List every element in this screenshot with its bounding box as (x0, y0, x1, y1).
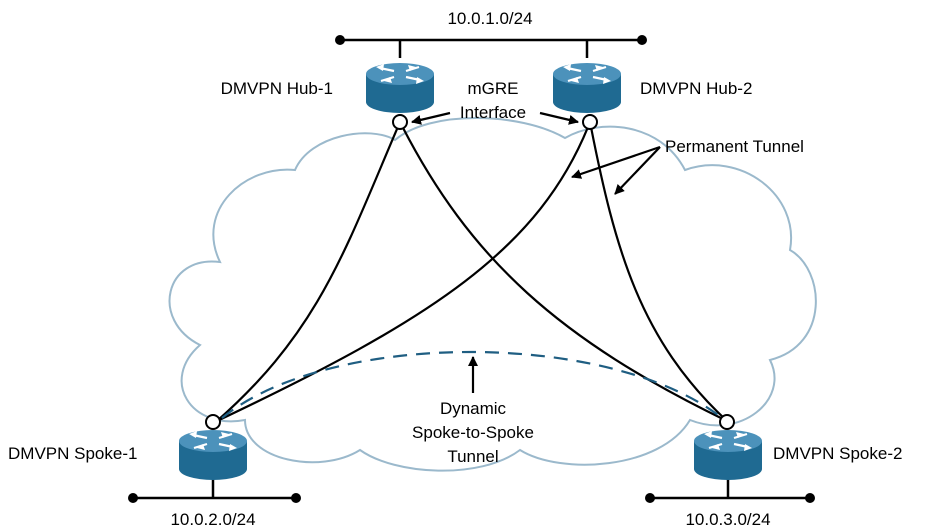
dynamic-tunnel (221, 350, 723, 419)
mgre-arrow-right-icon (539, 111, 579, 125)
permanent-tunnel-label: Permanent Tunnel (665, 137, 804, 156)
dynamic-label-line2: Spoke-to-Spoke (412, 423, 534, 442)
hub1-router-icon (364, 61, 436, 115)
dynamic-label-line1: Dynamic (440, 399, 507, 418)
mgre-arrow-left-icon (411, 111, 451, 125)
lan-endpoint (335, 35, 345, 45)
tunnel-hub2-spoke2 (588, 121, 728, 422)
hub1-mgre-interface-icon (392, 114, 408, 130)
tunnel-hub2-spoke1 (216, 121, 592, 422)
permanent-arrow-left-icon (571, 145, 661, 179)
permanent-arrow-right-icon (614, 146, 661, 195)
mgre-label-line2: Interface (460, 103, 526, 122)
spoke2-label: DMVPN Spoke-2 (773, 444, 902, 463)
tunnel-hub1-spoke1 (216, 121, 402, 422)
dynamic-label-line3: Tunnel (447, 447, 498, 466)
hub2-label: DMVPN Hub-2 (640, 79, 752, 98)
tunnel-hub1-spoke2 (399, 121, 728, 422)
hub1-label: DMVPN Hub-1 (221, 79, 333, 98)
spoke1-lan-label: 10.0.2.0/24 (170, 510, 255, 529)
hub-lan-label: 10.0.1.0/24 (447, 9, 532, 28)
lan-endpoint (637, 35, 647, 45)
spoke2-lan-label: 10.0.3.0/24 (685, 510, 770, 529)
mgre-label-line1: mGRE (468, 79, 519, 98)
hub2-router-icon (551, 61, 623, 115)
spoke2-mgre-interface-icon (719, 414, 735, 430)
spoke1-router-icon (177, 428, 249, 482)
spoke2-router-icon (692, 428, 764, 482)
spoke1-mgre-interface-icon (205, 414, 221, 430)
spoke1-label: DMVPN Spoke-1 (8, 444, 137, 463)
hub2-mgre-interface-icon (582, 114, 598, 130)
